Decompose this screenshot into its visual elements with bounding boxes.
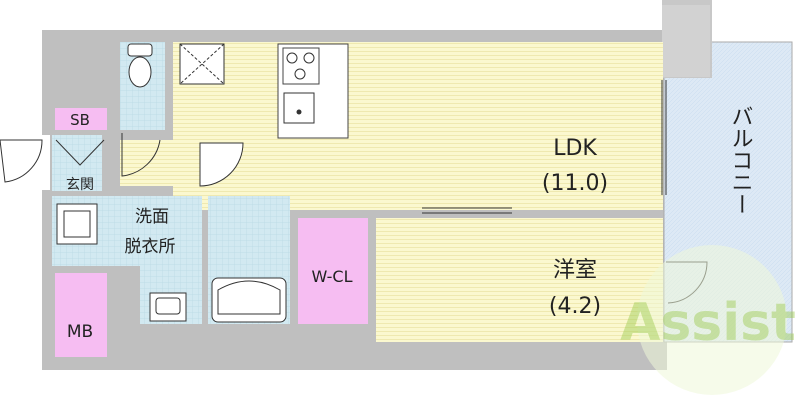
bedroom-name: 洋室 [553,258,597,283]
entrance-label: 玄関 [66,176,94,193]
meter-box-label: MB [67,322,93,342]
watermark-text: Assist [620,293,796,353]
toilet-door-swing [121,133,161,177]
washbasin-bowl [155,297,181,315]
ldk-entry-strip [120,140,180,186]
washroom-label-line2: 脱衣所 [125,237,176,257]
burner [303,52,315,64]
kitchen-sink [283,92,315,124]
shoe-box-label: SB [70,111,90,129]
washbasin [149,292,187,322]
shoe-box-floor [55,108,107,130]
balcony-window [661,80,667,195]
burner [286,52,298,64]
ldk-size: (11.0) [542,171,608,196]
meter-box-floor [55,273,107,357]
ldk-name: LDK [553,136,597,161]
sink-drain [296,109,302,115]
toilet-tank [127,43,153,57]
washing-machine-inner [63,210,91,238]
walkin-closet-floor [298,218,368,324]
shoe-box-doors [55,139,105,166]
burner [294,68,306,80]
toilet-bowl [128,56,152,88]
fridge-space [179,43,225,85]
entrance-door-swing [0,139,43,183]
bathtub [211,277,287,323]
sliding-door [422,207,512,214]
ldk-floor [173,42,663,210]
balcony-column [662,5,710,77]
watermark-circle [637,245,787,395]
bedroom-floor [376,218,663,342]
ldk-door-swing [199,142,244,187]
bathtub-inner [217,280,281,315]
balcony-label: バルコニー [728,105,753,215]
walkin-closet-label: W-CL [311,267,352,286]
bedroom-size: (4.2) [549,294,601,319]
washroom-label-line1: 洗面 [135,207,169,227]
washing-machine-space [56,203,98,245]
